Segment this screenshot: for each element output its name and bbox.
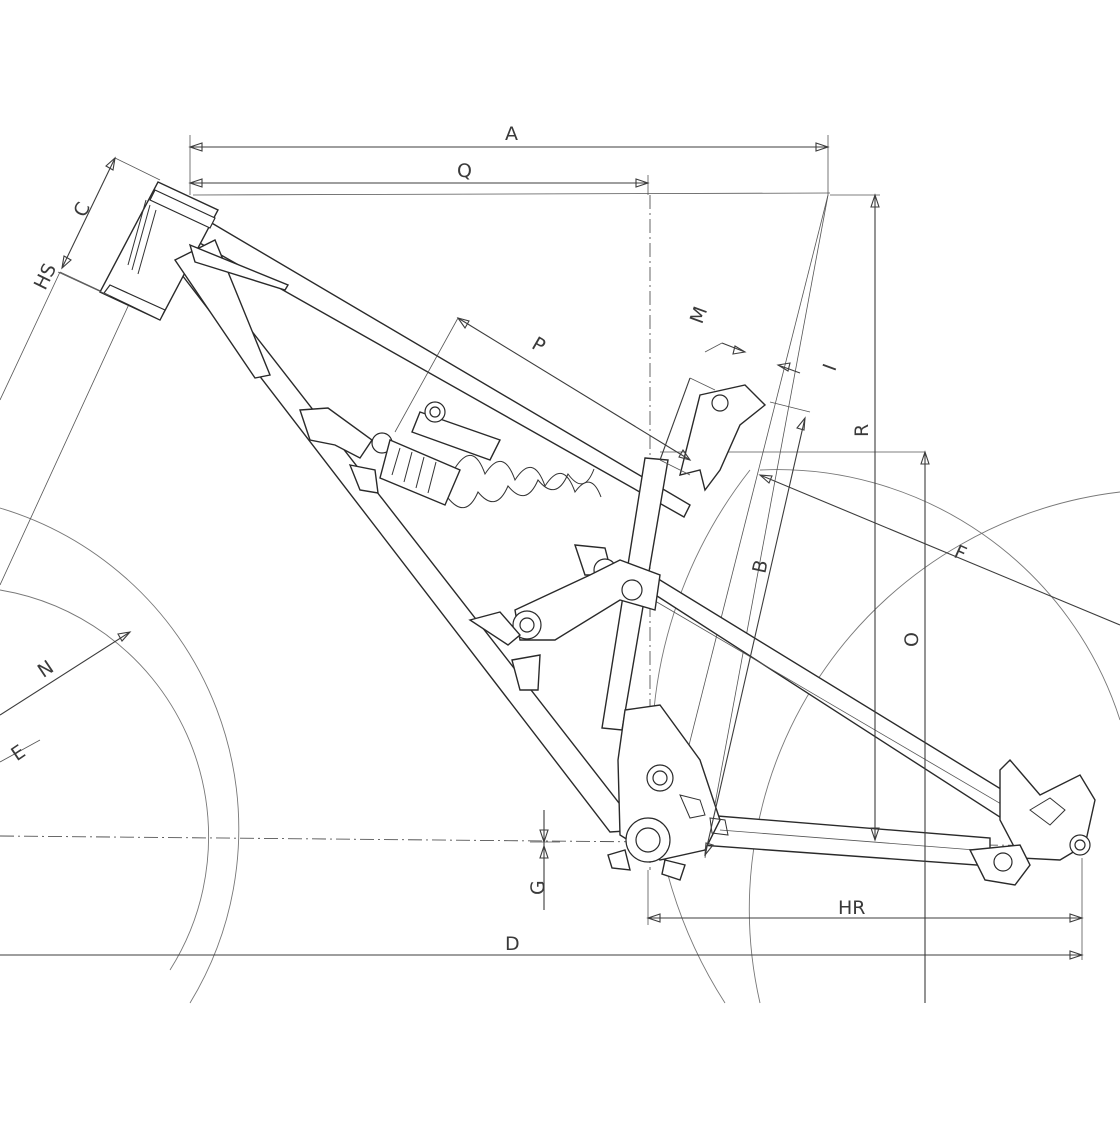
label-b: B — [749, 558, 773, 575]
label-o: O — [901, 632, 923, 647]
rear-shock — [299, 401, 617, 582]
label-p: P — [528, 333, 549, 358]
head-tube — [99, 181, 290, 379]
seat-clamp — [679, 384, 767, 492]
front-wheel-arcs — [0, 507, 240, 1004]
label-m: M — [686, 304, 712, 327]
label-e: E — [7, 741, 29, 766]
rocker-link — [468, 559, 661, 691]
label-n: N — [34, 656, 58, 682]
label-hr: HR — [838, 897, 866, 919]
label-hs: HS — [30, 260, 61, 293]
label-c: C — [70, 199, 96, 221]
label-g: G — [527, 880, 549, 895]
label-d: D — [505, 933, 520, 955]
label-q: Q — [457, 160, 472, 182]
label-a: A — [505, 123, 518, 145]
dimension-lines — [0, 135, 1120, 1003]
label-i: I — [819, 361, 842, 374]
label-f: F — [951, 541, 970, 566]
label-r: R — [851, 424, 873, 437]
